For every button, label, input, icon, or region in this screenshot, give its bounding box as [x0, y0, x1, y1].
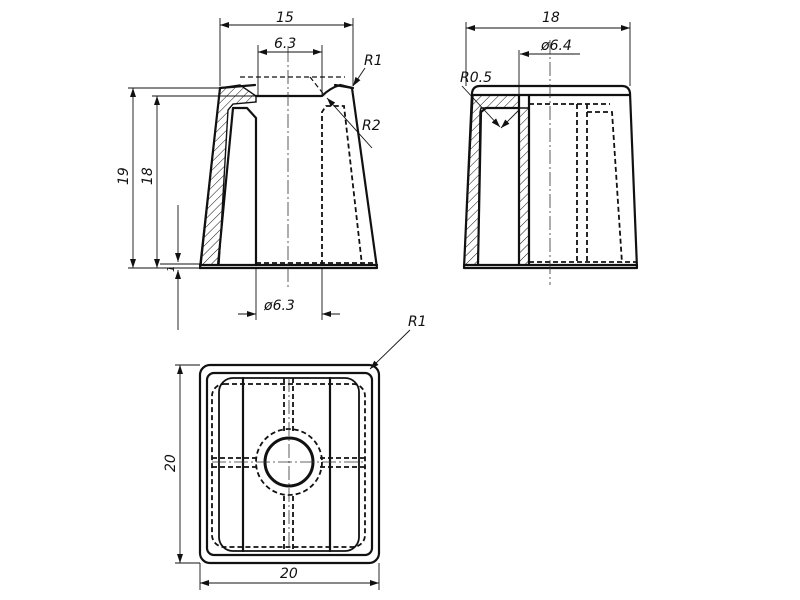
top-hidden-cavity — [211, 383, 366, 548]
front-bore-label: 6.3 — [274, 36, 296, 52]
top-view: R1 20 20 — [163, 314, 427, 590]
side-inner-pocket — [476, 106, 521, 267]
front-r2-leader — [326, 97, 373, 149]
top-r1-label: R1 — [408, 314, 427, 330]
top-r1-leader — [369, 329, 411, 370]
side-view: 18 ø6.4 R0.5 — [460, 10, 639, 285]
side-hidden-pocket — [587, 111, 623, 264]
side-rib-section — [518, 107, 530, 266]
front-r1-leader — [352, 67, 366, 87]
front-left-pocket — [216, 106, 258, 267]
front-top-edge — [218, 83, 257, 90]
side-left-wall-section — [463, 94, 520, 266]
front-right-hidden-pocket — [321, 105, 363, 266]
front-view: 15 6.3 R1 R2 19 18 1 ø6.3 — [116, 10, 383, 330]
front-bottom-bore-label: ø6.3 — [263, 298, 295, 314]
front-r1-label: R1 — [364, 53, 383, 69]
front-top-edge-right — [333, 83, 355, 90]
front-height-19-label: 19 — [116, 167, 132, 185]
front-top-hidden-chamfer — [309, 76, 326, 97]
side-r05-leader-a — [461, 85, 501, 128]
side-r05-label: R0.5 — [460, 70, 492, 86]
side-width-label: 18 — [542, 10, 560, 26]
front-base-label: 1 — [166, 266, 177, 272]
front-width-label: 15 — [276, 10, 294, 26]
top-width-label: 20 — [280, 566, 298, 582]
top-outer-square — [198, 363, 381, 565]
top-height-label: 20 — [163, 454, 179, 472]
front-height-18-label: 18 — [140, 167, 156, 185]
side-outer-profile — [462, 84, 639, 270]
side-r05-leader-b — [500, 109, 520, 129]
front-r2-label: R2 — [362, 118, 381, 134]
top-inner-rim — [205, 371, 374, 557]
side-hole-label: ø6.4 — [540, 38, 572, 54]
front-outer-left — [198, 86, 222, 270]
